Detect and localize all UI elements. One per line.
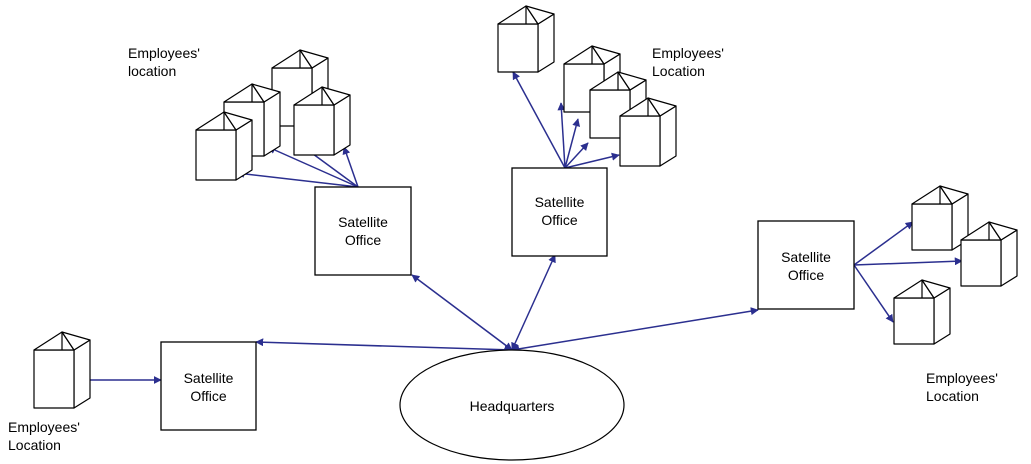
house-icon [960,221,1018,287]
link-hq-sat-right [511,307,759,353]
link-sat-top-left-house-2 [267,146,359,188]
employees-location-label: Employees' Location [926,370,998,404]
house-icon [195,111,253,181]
house-icon [497,5,555,73]
link-sat-right-house-1 [853,221,914,266]
link-sat-top-mid-house-3 [564,118,581,169]
house-icon [911,185,969,251]
link-sat-right-house-2 [853,257,963,266]
headquarters-ellipse [399,349,625,461]
employees-location-label: Employees' Location [652,45,724,79]
house-icon [33,331,91,409]
house-icon [893,279,951,345]
link-hq-sat-top-left [411,274,513,351]
satellite-office-box [757,220,855,310]
link-sat-top-left-house-4 [342,146,359,188]
connections [90,71,963,384]
link-hq-sat-bottom-left [255,338,513,354]
satellite-office-label: Satellite Office [534,194,585,228]
link-sat-top-mid-house-1 [512,71,566,169]
headquarters-label: Headquarters [469,398,555,414]
satellite-office-box [160,341,257,431]
satellite-office-box [511,167,608,257]
house-icons [33,5,1018,409]
employees-location-label: Employees' location [128,45,200,79]
satellite-office-label: Satellite Office [183,370,234,404]
link-sat-top-left-house-1 [236,169,359,188]
link-sat-right-house-3 [853,264,894,323]
link-hq-sat-top-mid [511,254,556,351]
satellite-office-box [314,186,412,276]
satellite-office-label: Satellite Office [338,214,388,248]
employees-location-label: Employees' Location [8,419,80,453]
link-sat-top-mid-house-2 [557,102,566,169]
satellite-office-label: Satellite Office [781,249,831,283]
link-sat-top-mid-house-4 [564,142,589,169]
house-icon [619,97,677,167]
link-sat-top-mid-house-5 [564,152,620,169]
house-icon [293,86,351,156]
